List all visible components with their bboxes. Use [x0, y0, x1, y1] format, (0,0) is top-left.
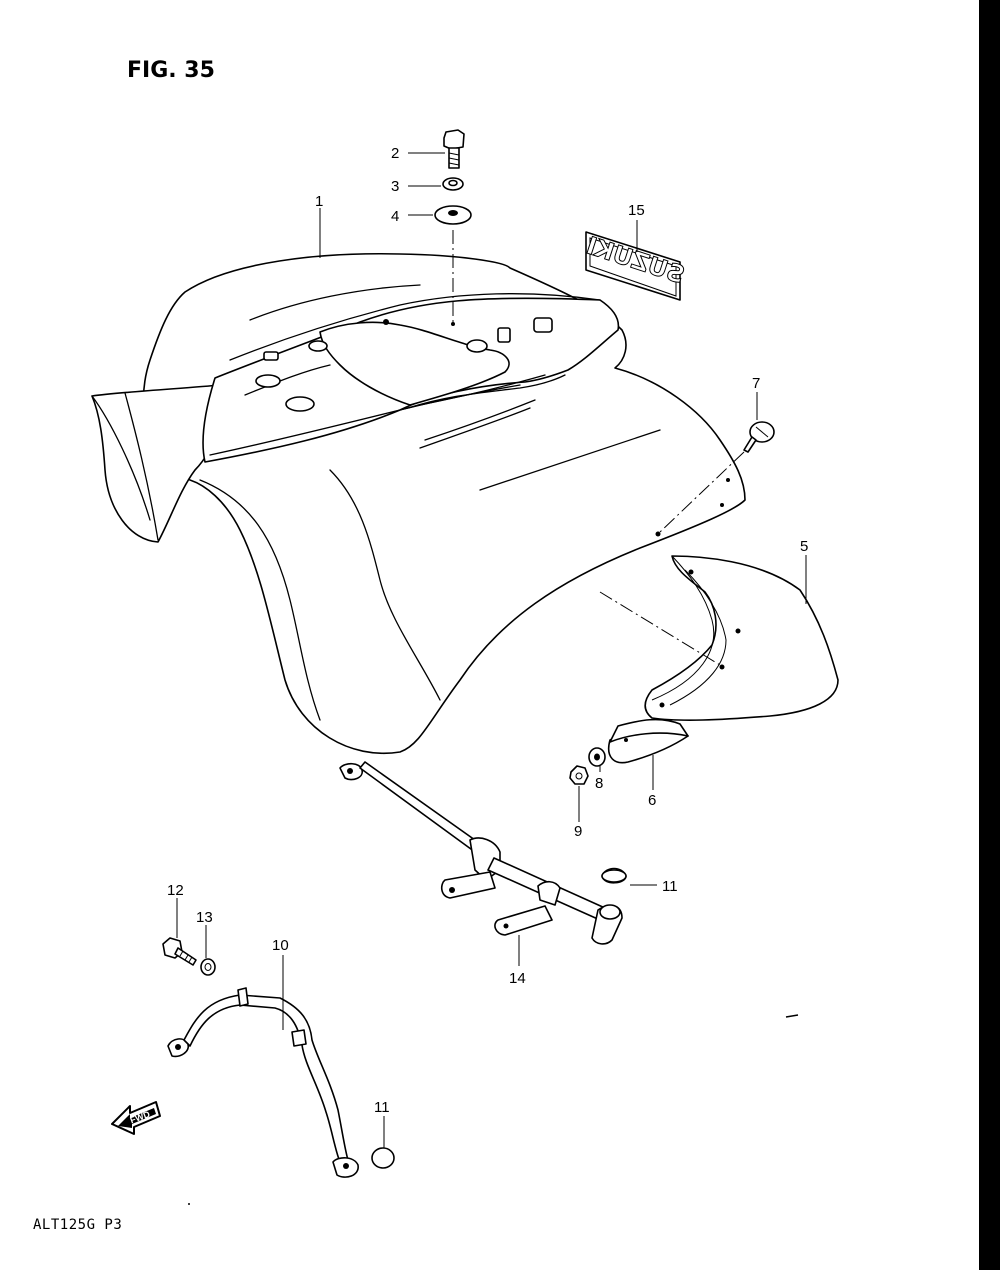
scan-marks — [188, 1014, 799, 1205]
mount-tab — [533, 317, 553, 333]
mud-flap[interactable] — [644, 555, 839, 721]
mount-tab — [497, 327, 511, 343]
callout-5: 5 — [800, 538, 808, 555]
callout-6: 6 — [648, 792, 656, 809]
rubber-cap[interactable] — [601, 867, 627, 884]
callout-leaders — [176, 152, 807, 1148]
mount-tab — [263, 351, 279, 361]
scan-edge-border — [979, 0, 1000, 1270]
lock-washer[interactable] — [442, 177, 464, 191]
screw-hole — [720, 503, 724, 507]
bolt[interactable] — [443, 129, 465, 169]
rear-stay[interactable] — [167, 987, 359, 1178]
rubber-cap[interactable] — [371, 1147, 395, 1169]
bolt-hole — [383, 319, 389, 325]
callout-13: 13 — [196, 909, 213, 926]
flap-axis-line — [599, 591, 721, 666]
callout-12: 12 — [167, 882, 184, 899]
callout-11-lower: 11 — [374, 1099, 390, 1116]
figure-code: ALT125G P3 — [33, 1217, 123, 1233]
callout-9: 9 — [574, 823, 582, 840]
flap-plate[interactable] — [608, 718, 689, 764]
bolt[interactable] — [162, 937, 197, 966]
screw-hole — [655, 531, 661, 537]
screw-hole — [726, 478, 730, 482]
deck-hole — [255, 374, 281, 388]
deck-hole — [308, 340, 328, 352]
callout-2: 2 — [391, 145, 399, 162]
bolt-hole — [451, 322, 455, 326]
callout-3: 3 — [391, 178, 399, 195]
fender-bracket[interactable] — [339, 761, 623, 945]
fwd-arrow-icon: FWD — [111, 1101, 161, 1135]
callout-8: 8 — [595, 775, 603, 792]
deck-hole — [466, 339, 488, 353]
callout-15: 15 — [628, 202, 645, 219]
washer[interactable] — [434, 205, 472, 225]
rear-fender[interactable] — [91, 252, 746, 754]
callout-11-upper: 11 — [662, 878, 678, 895]
flat-washer[interactable] — [588, 747, 606, 767]
callout-14: 14 — [509, 970, 526, 987]
figure-title: FIG. 35 — [127, 58, 215, 83]
screw-axis-line — [659, 451, 745, 533]
callout-10: 10 — [272, 937, 289, 954]
callout-7: 7 — [752, 375, 760, 392]
callout-labels: 2 3 4 1 15 7 5 6 8 9 11 14 12 13 10 11 — [167, 145, 808, 1116]
nut[interactable] — [569, 765, 589, 785]
callout-4: 4 — [391, 208, 399, 225]
lock-washer[interactable] — [200, 958, 216, 976]
suzuki-decal[interactable]: SUZUKI — [583, 231, 688, 301]
screw[interactable] — [743, 421, 775, 453]
deck-hole — [285, 396, 315, 412]
callout-1: 1 — [315, 193, 323, 210]
